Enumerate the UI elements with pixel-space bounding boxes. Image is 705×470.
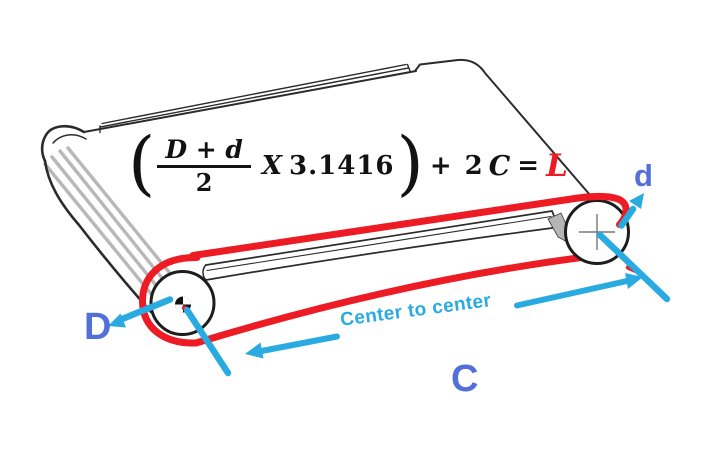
belt-red-bottom-run (192, 253, 589, 347)
back-lip-line-inner (101, 63, 407, 125)
center-arrow-right-shaft (514, 278, 630, 309)
center-arrow-right-head (625, 273, 643, 289)
roll-stripe-4 (66, 146, 175, 279)
arrow-D-shaft (117, 296, 174, 323)
formula-multiply-sign: X (261, 151, 283, 181)
formula-equals-sign: = (517, 151, 540, 181)
label-large-pulley-D: D (84, 306, 112, 348)
roll-cap-outline (40, 125, 86, 163)
formula-open-paren: ( (128, 121, 156, 204)
center-arrow-left-shaft (256, 333, 340, 355)
right-center-extension-line (596, 231, 671, 303)
label-small-pulley-d: d (634, 158, 653, 193)
bar-bottom-edge (205, 226, 557, 281)
bar-face (206, 211, 559, 280)
right-edge (414, 58, 591, 196)
arrow-d-shaft (618, 205, 637, 229)
arrow-D-head (108, 313, 126, 328)
label-center-distance-C: C (451, 358, 479, 400)
formula-denominator: 2 (195, 168, 213, 198)
bar-lip-line (206, 215, 552, 272)
right-pulley-crosshair (579, 214, 615, 250)
left-pulley (149, 270, 216, 336)
formula-plus-2: + 2 (429, 151, 485, 181)
left-pulley-center-notch-ne (183, 296, 191, 305)
roll-cap-inner-line (52, 134, 87, 144)
center-arrow-left-head (245, 342, 264, 359)
back-lip-line-outer (99, 67, 409, 128)
left-pulley-center-notch-sw (175, 304, 183, 313)
back-edge (83, 70, 417, 133)
roll-outer-edge (43, 159, 153, 314)
formula-fraction: D + d 2 (157, 136, 251, 197)
formula-numerator: D + d (157, 136, 251, 169)
belt-red-left-wrap (138, 253, 201, 347)
roll-stripe-1 (43, 162, 154, 297)
back-lip-step-right (406, 63, 411, 72)
dimension-arrows (108, 193, 671, 377)
support-bar (202, 210, 577, 281)
bar-top-edge (205, 210, 553, 266)
belt-left-roll (40, 125, 175, 314)
formula-close-paren: ) (396, 121, 424, 204)
roll-stripe-2 (50, 155, 161, 291)
formula-pi-value: 3.1416 (289, 151, 395, 181)
arrow-d-head (629, 193, 644, 209)
left-center-extension-line (183, 306, 232, 377)
roll-stripe-3 (58, 149, 168, 285)
belt-length-formula: ( D + d 2 X 3.1416 ) + 2 C = L (128, 126, 568, 206)
formula-result-L: L (546, 148, 568, 184)
formula-c-variable: C (488, 150, 511, 182)
belt-top-surface (83, 58, 591, 196)
